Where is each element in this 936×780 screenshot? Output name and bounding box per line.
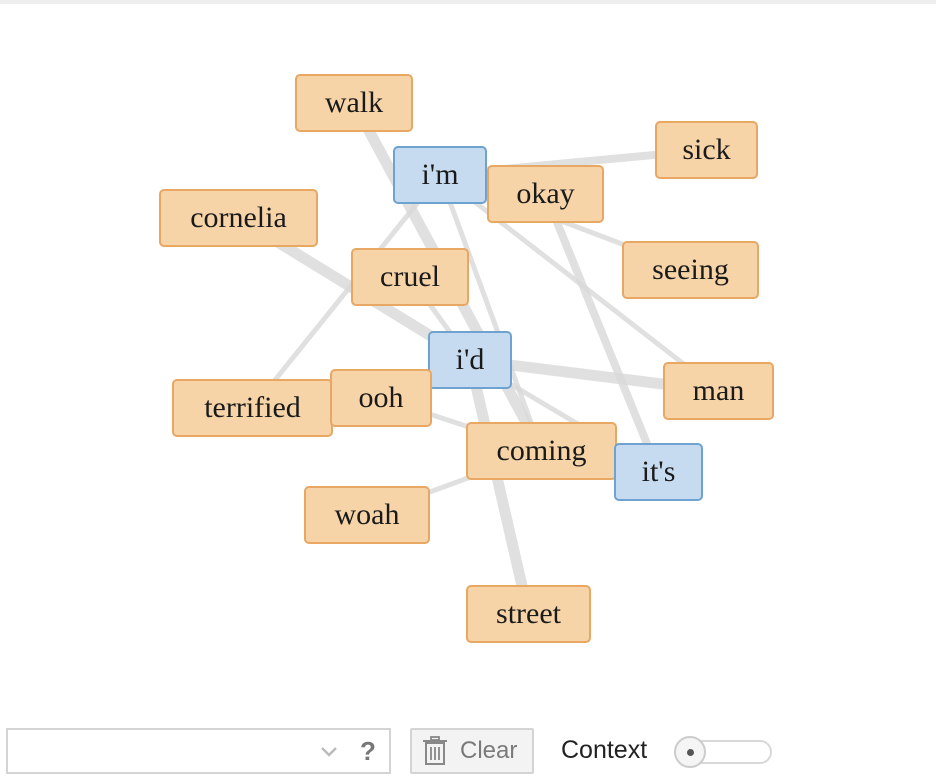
edge-okay-its [541,190,663,476]
trash-icon [423,736,447,765]
node-ooh[interactable]: ooh [330,369,432,427]
node-man[interactable]: man [663,362,774,420]
node-seeing[interactable]: seeing [622,241,759,299]
node-im[interactable]: i'm [393,146,487,204]
node-id[interactable]: i'd [428,331,512,389]
node-terrified[interactable]: terrified [172,379,333,437]
node-cruel[interactable]: cruel [351,248,469,306]
context-toggle[interactable] [674,736,772,768]
help-icon[interactable]: ? [360,736,376,766]
node-sick[interactable]: sick [655,121,758,179]
clear-button[interactable]: Clear [410,728,534,774]
word-select[interactable]: ? [6,728,391,774]
controls-bar: ? Clear Context [0,726,936,780]
toggle-knob[interactable] [674,736,706,768]
context-label: Context [561,736,648,764]
node-cornelia[interactable]: cornelia [159,189,318,247]
node-coming[interactable]: coming [466,422,617,480]
node-woah[interactable]: woah [304,486,430,544]
edge-id-street [464,354,534,620]
node-walk[interactable]: walk [295,74,413,132]
edge-im-terrified [250,172,443,411]
edge-im-coming [437,172,544,454]
node-its[interactable]: it's [614,443,703,501]
node-okay[interactable]: okay [487,165,604,223]
node-street[interactable]: street [466,585,591,643]
clear-label: Clear [460,737,518,764]
chevron-down-icon[interactable] [318,740,340,762]
top-border [0,0,936,4]
